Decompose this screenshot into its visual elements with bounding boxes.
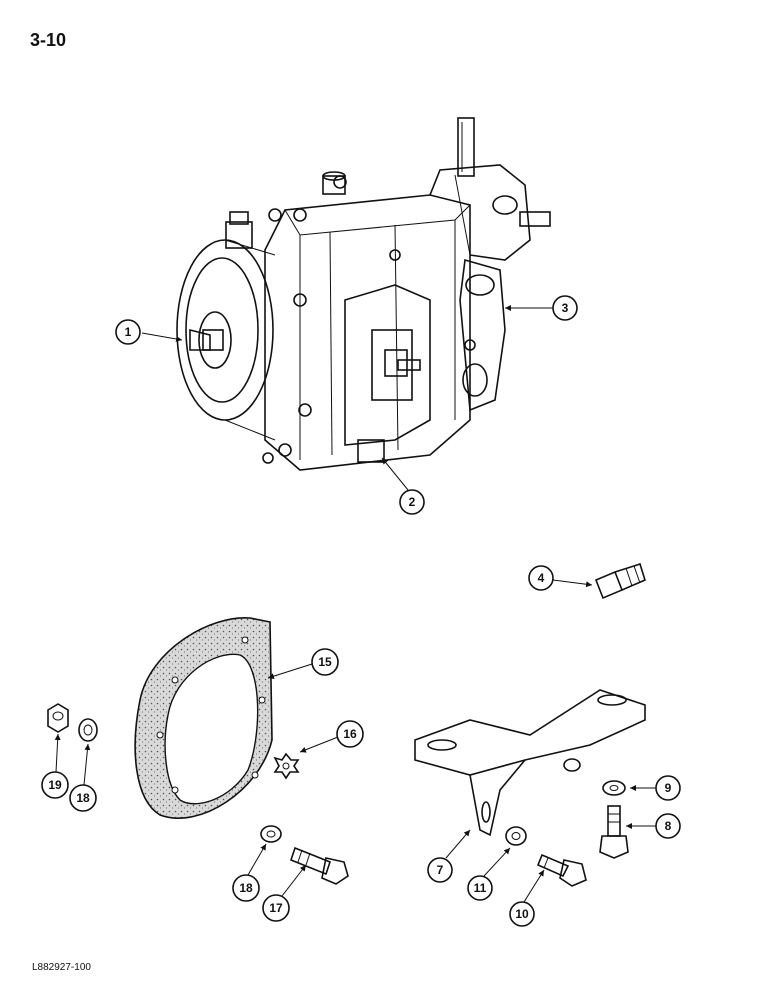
callout-17: 17 bbox=[262, 894, 290, 922]
callout-label: 17 bbox=[269, 901, 283, 915]
nut-part-19 bbox=[47, 703, 69, 733]
leader-lines bbox=[54, 305, 656, 903]
callout-label: 16 bbox=[343, 727, 357, 741]
callout-2: 2 bbox=[399, 489, 425, 515]
bolt-part-10 bbox=[536, 853, 587, 887]
star-washer-part-16 bbox=[273, 752, 300, 780]
callout-label: 7 bbox=[437, 863, 444, 877]
callout-label: 8 bbox=[665, 819, 672, 833]
bracket-part-7 bbox=[414, 689, 646, 837]
callout-4: 4 bbox=[528, 565, 554, 591]
callout-label: 3 bbox=[562, 301, 569, 315]
page-number: 3-10 bbox=[30, 30, 67, 50]
callout-10: 10 bbox=[509, 901, 535, 927]
callout-label: 10 bbox=[515, 907, 529, 921]
callout-label: 4 bbox=[538, 571, 545, 585]
washer-part-11 bbox=[505, 826, 527, 846]
callout-label: 2 bbox=[409, 495, 416, 509]
bolt-part-17 bbox=[290, 846, 349, 885]
figure-code: L882927-100 bbox=[32, 962, 91, 973]
callout-18-left: 18 bbox=[69, 784, 97, 812]
callout-label: 15 bbox=[318, 655, 332, 669]
callout-label: 18 bbox=[76, 791, 90, 805]
callout-8: 8 bbox=[655, 813, 681, 839]
callout-9: 9 bbox=[655, 775, 681, 801]
callout-7: 7 bbox=[427, 857, 453, 883]
fitting-part-4 bbox=[594, 562, 646, 600]
callout-label: 11 bbox=[474, 881, 487, 895]
callout-label: 9 bbox=[665, 781, 672, 795]
callout-15: 15 bbox=[311, 648, 339, 676]
bolt-part-8 bbox=[599, 805, 629, 859]
callout-label: 1 bbox=[125, 325, 132, 339]
callout-label: 18 bbox=[239, 881, 253, 895]
gasket-part-15 bbox=[134, 617, 273, 819]
callout-19: 19 bbox=[41, 771, 69, 799]
callout-3: 3 bbox=[552, 295, 578, 321]
fuel-pump-assembly bbox=[176, 117, 551, 471]
callout-1: 1 bbox=[115, 319, 141, 345]
callout-11: 11 bbox=[467, 875, 493, 901]
washer-part-18-left bbox=[78, 718, 98, 742]
callout-18-bottom: 18 bbox=[232, 874, 260, 902]
washer-part-18-bottom bbox=[260, 825, 282, 843]
washer-part-9 bbox=[602, 780, 626, 796]
callout-16: 16 bbox=[336, 720, 364, 748]
callout-label: 19 bbox=[48, 778, 62, 792]
